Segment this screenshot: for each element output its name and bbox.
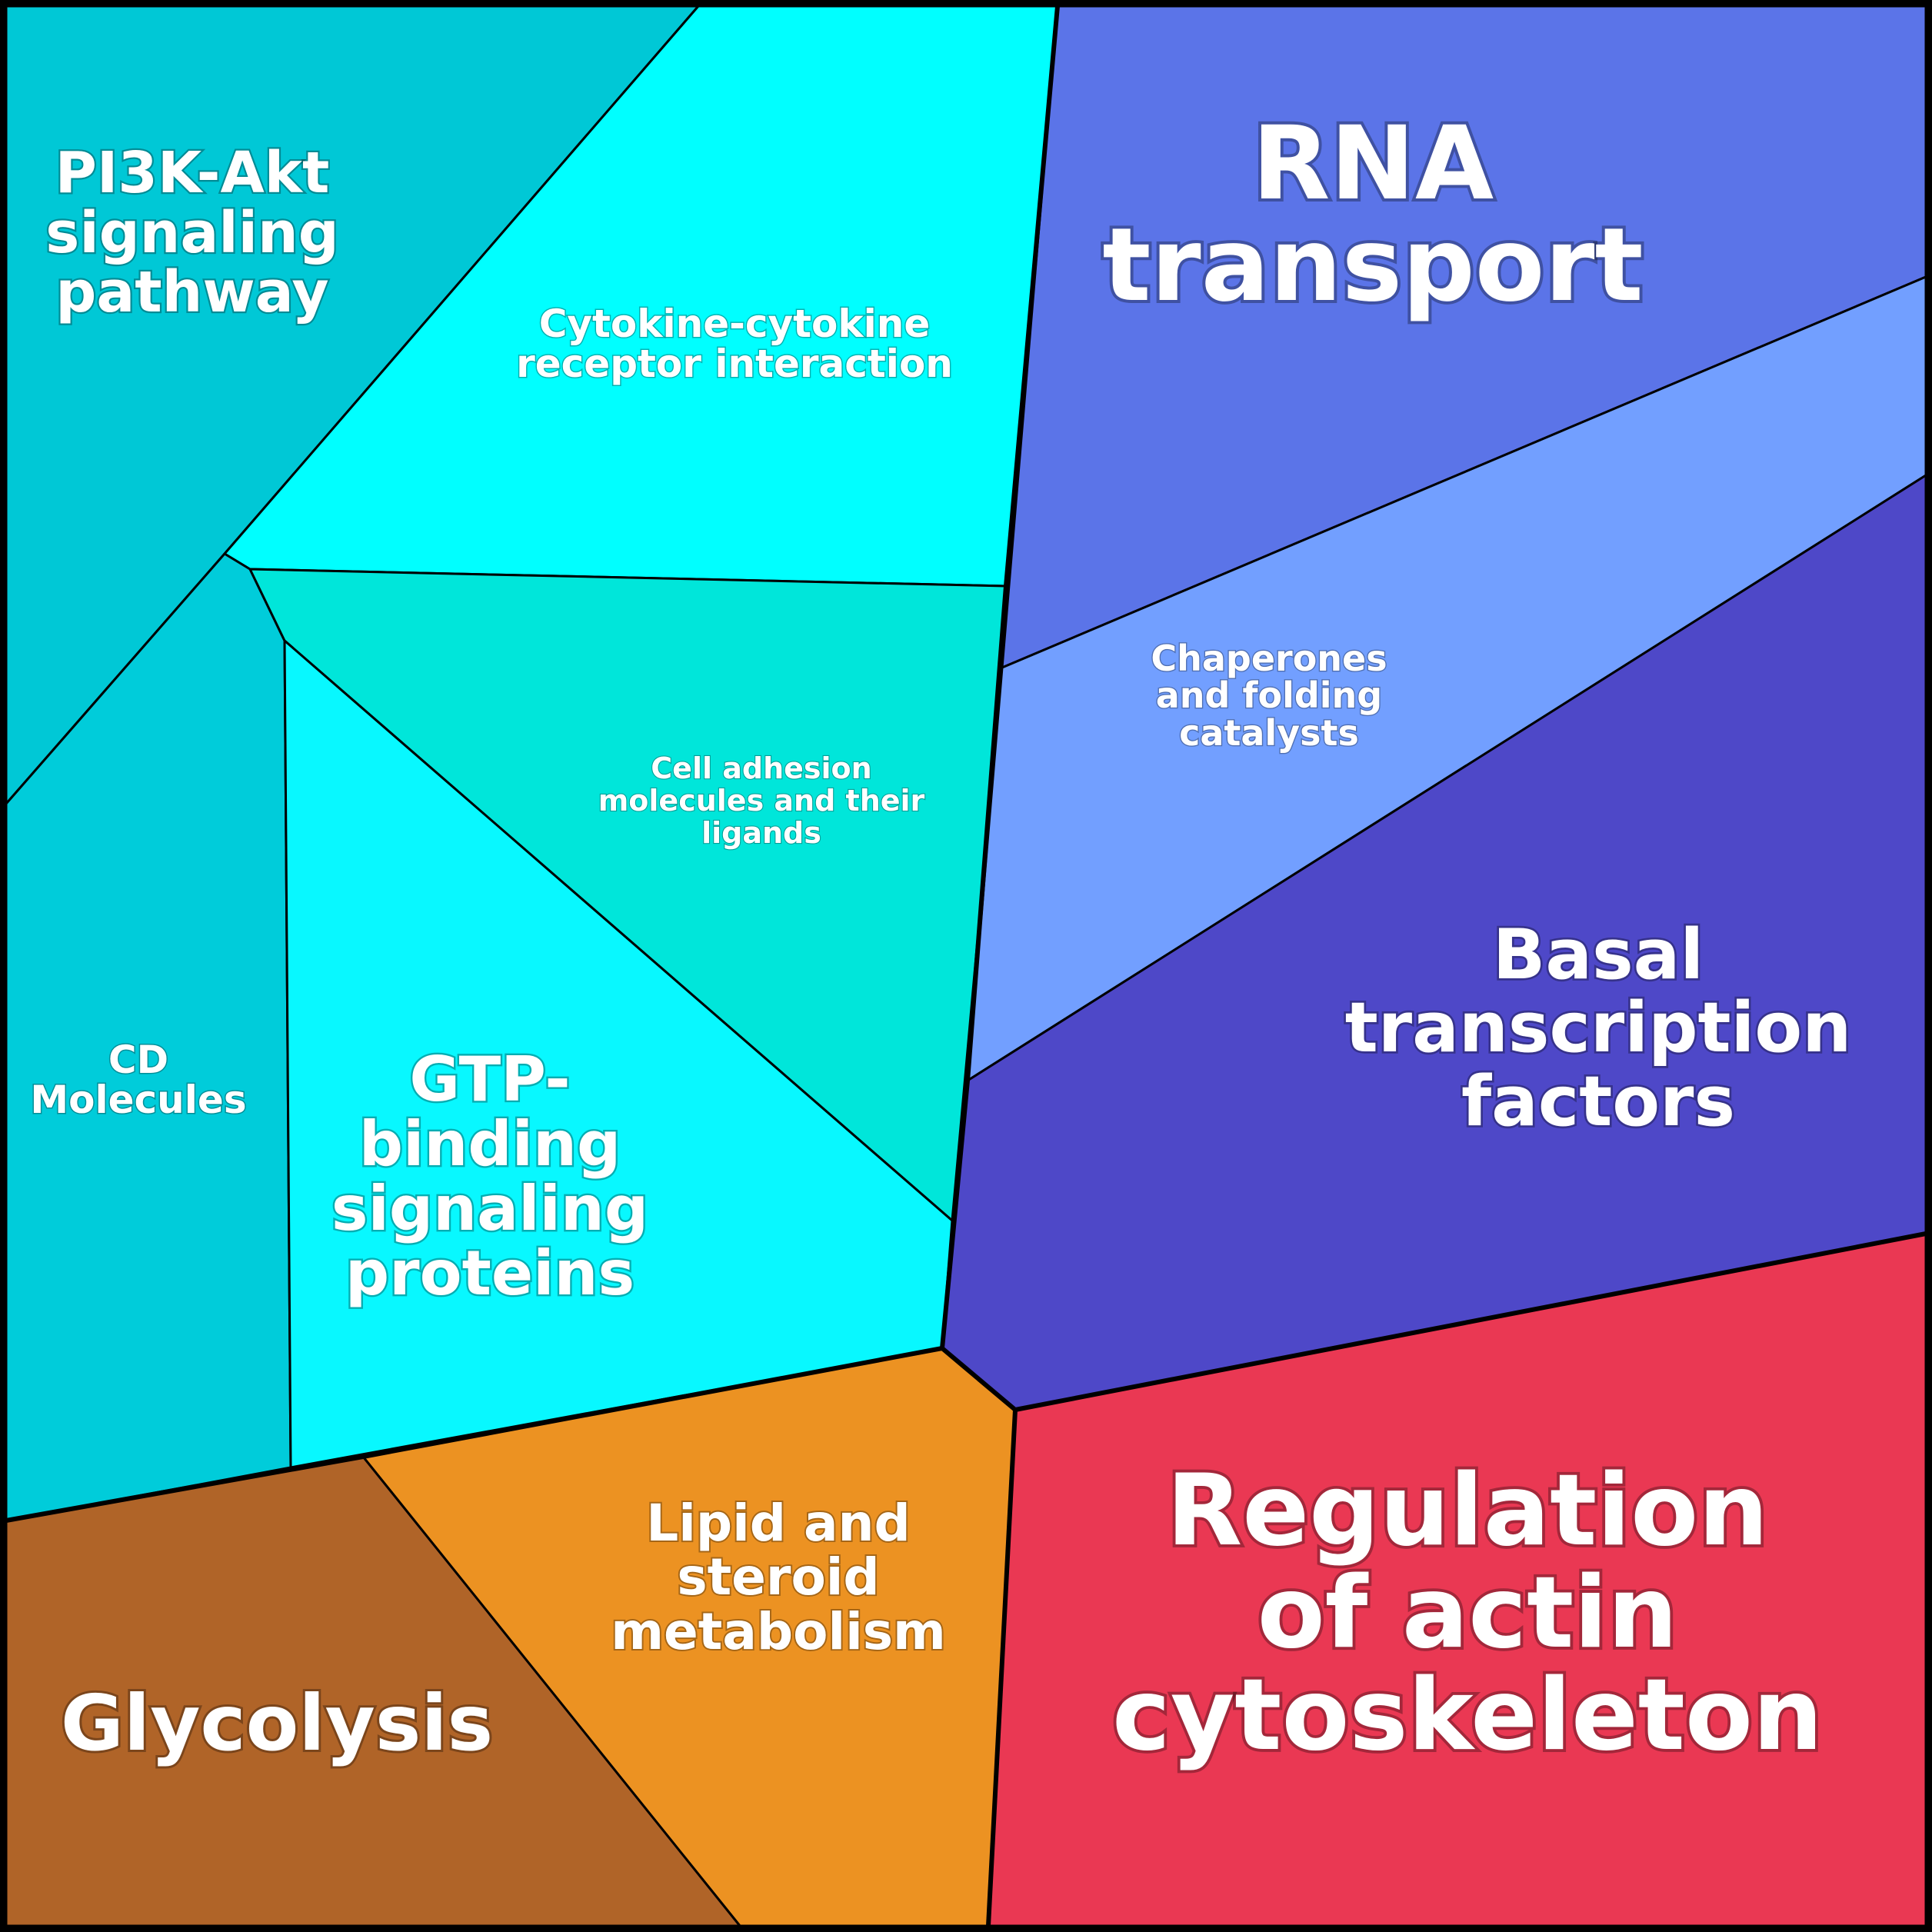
cell-label-line: transcription [1345, 988, 1852, 1068]
cell-label-line: proteins [345, 1237, 635, 1309]
cell-label-line: factors [1461, 1061, 1735, 1142]
group-border-bottom-center [986, 1409, 1018, 1927]
cell-label-line: of actin [1257, 1556, 1678, 1671]
cell-label-line: binding [359, 1108, 621, 1180]
cell-label-line: steroid [677, 1547, 879, 1607]
cell-label-line: signaling [331, 1173, 648, 1244]
cell-label-line: Cytokine-cytokine [539, 301, 931, 346]
cells-layer [5, 5, 1927, 1927]
cell-label-glycolysis: Glycolysis [61, 1678, 493, 1768]
cell-label-line: Lipid and [646, 1494, 911, 1553]
cell-label-line: cytoskeleton [1112, 1658, 1823, 1773]
cell-label-line: pathway [55, 259, 328, 325]
cell-label-line: ligands [701, 816, 821, 850]
cell-label-line: transport [1102, 206, 1643, 325]
cell-label-line: PI3K-Akt [55, 140, 330, 206]
cell-label-line: Chaperones [1151, 638, 1387, 679]
cell-label-line: catalysts [1179, 712, 1359, 754]
cell-label-line: Glycolysis [61, 1678, 493, 1768]
cell-label-line: RNA [1252, 105, 1494, 223]
group-border-left-center [5, 1346, 943, 1523]
cell-label-line: Regulation [1167, 1454, 1769, 1568]
cell-label-line: GTP- [409, 1044, 570, 1115]
cell-label-line: signaling [45, 200, 338, 266]
cell-label-line: receptor interaction [516, 341, 953, 386]
cell-label-line: Molecules [30, 1078, 246, 1122]
group-border-top-center [940, 5, 1927, 1412]
cell-label-line: and folding [1156, 675, 1383, 716]
cell-label-line: metabolism [611, 1602, 946, 1661]
cell-label-line: Basal [1493, 914, 1704, 995]
cell-label-line: Cell adhesion [651, 751, 871, 785]
cell-label-line: CD [108, 1038, 168, 1082]
cell-label-line: molecules and their [598, 784, 925, 818]
